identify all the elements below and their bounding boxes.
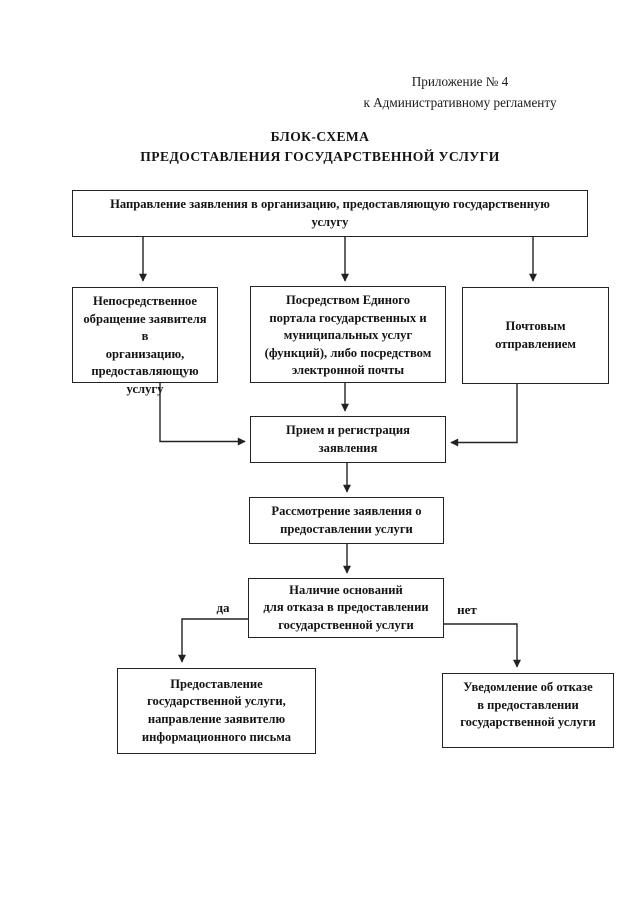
branch-label-yes: да (216, 600, 230, 615)
flow-node-portal-or-email: Посредством Единого портала государствен… (250, 286, 446, 383)
flow-node-refusal-notice: Уведомление об отказе в предоставлении г… (442, 673, 614, 748)
flow-node-review: Рассмотрение заявления о предоставлении … (249, 497, 444, 544)
branch-label-no: нет (457, 602, 477, 617)
flow-node-provide-service: Предоставление государственной услуги, н… (117, 668, 316, 754)
appendix-annotation: Приложение № 4 к Административному регла… (363, 74, 557, 110)
arrow-mail-to-reception (450, 384, 518, 447)
arrow-decision-no-to-refuse (443, 623, 521, 668)
flow-node-in-person-application: Непосредственное обращение заявителя в о… (72, 287, 218, 396)
arrow-decision-yes-to-provide (178, 618, 248, 663)
flow-node-reception-registration: Прием и регистрация заявления (250, 416, 446, 463)
page-title: БЛОК-СХЕМА ПРЕДОСТАВЛЕНИЯ ГОСУДАРСТВЕННО… (140, 129, 500, 164)
flow-node-refusal-grounds-decision: Наличие оснований для отказа в предостав… (248, 578, 444, 638)
flow-node-postal-mail: Почтовым отправлением (462, 287, 609, 384)
flow-node-submission: Направление заявления в организацию, пре… (72, 190, 588, 237)
